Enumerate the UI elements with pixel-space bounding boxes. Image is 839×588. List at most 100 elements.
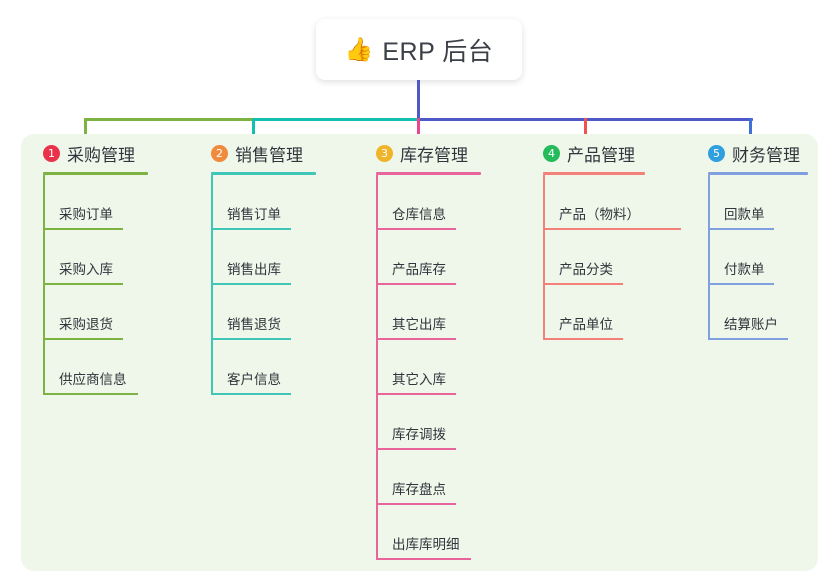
branch-number-badge: 1	[43, 144, 60, 162]
leaf-item-label: 其它入库	[392, 372, 446, 387]
leaf-item-label: 产品单位	[559, 317, 613, 332]
connector-bar-purchasing	[85, 118, 255, 121]
leaf-item-rule	[376, 228, 456, 230]
leaf-item-rule	[211, 393, 291, 395]
leaf-item-rule	[211, 228, 291, 230]
leaf-item[interactable]: 出库库明细	[376, 505, 536, 560]
leaf-item-rule	[376, 283, 456, 285]
branch-header-rule	[43, 172, 148, 175]
drop-inventory	[417, 118, 420, 144]
leaf-item[interactable]: 产品（物料）	[543, 175, 708, 230]
leaf-item-label: 结算账户	[724, 317, 778, 332]
leaf-item-label: 出库库明细	[392, 537, 460, 552]
leaf-item[interactable]: 回款单	[708, 175, 839, 230]
leaf-item-label: 采购订单	[59, 207, 113, 222]
leaf-item-rule	[708, 338, 788, 340]
leaf-item-rule	[43, 338, 123, 340]
branch-number-badge: 3	[376, 144, 393, 162]
branch-header-rule	[708, 172, 808, 175]
leaf-item-label: 销售出库	[227, 262, 281, 277]
branch-header-3[interactable]: 3 库存管理	[354, 134, 514, 172]
branch-column-5: 5 财务管理回款单付款单结算账户	[686, 134, 821, 340]
leaf-item[interactable]: 采购订单	[43, 175, 203, 230]
leaf-item[interactable]: 结算账户	[708, 285, 839, 340]
drop-products	[584, 118, 587, 144]
leaf-item-rule	[708, 283, 774, 285]
leaf-item[interactable]: 销售出库	[211, 230, 371, 285]
root-node-title: ERP 后台	[382, 37, 494, 66]
leaf-item-label: 付款单	[724, 262, 765, 277]
drop-purchasing	[84, 118, 87, 144]
branch-title: 库存管理	[400, 145, 468, 165]
branch-title: 财务管理	[732, 145, 800, 165]
leaf-item-rule	[376, 558, 471, 560]
branch-number-badge: 5	[708, 144, 725, 162]
branch-spine	[708, 175, 710, 340]
leaf-item[interactable]: 产品单位	[543, 285, 708, 340]
branch-spine	[43, 175, 45, 395]
root-node-card[interactable]: 👍 ERP 后台	[316, 19, 522, 80]
leaf-item-label: 仓库信息	[392, 207, 446, 222]
leaf-item[interactable]: 付款单	[708, 230, 839, 285]
leaf-item-label: 销售退货	[227, 317, 281, 332]
leaf-item[interactable]: 其它出库	[376, 285, 536, 340]
connector-bar-sales	[253, 118, 420, 121]
drop-sales	[252, 118, 255, 144]
leaf-item-rule	[708, 228, 774, 230]
leaf-item-rule	[376, 338, 456, 340]
leaf-item-rule	[43, 228, 123, 230]
leaf-item-label: 其它出库	[392, 317, 446, 332]
leaf-item-label: 采购入库	[59, 262, 113, 277]
branch-spine	[376, 175, 378, 560]
branch-spine	[543, 175, 545, 340]
leaf-item[interactable]: 供应商信息	[43, 340, 203, 395]
leaf-item-label: 产品库存	[392, 262, 446, 277]
branch-column-3: 3 库存管理仓库信息产品库存其它出库其它入库库存调拨库存盘点出库库明细	[354, 134, 514, 560]
leaf-item-label: 采购退货	[59, 317, 113, 332]
leaf-item-rule	[211, 283, 291, 285]
branch-spine	[211, 175, 213, 395]
leaf-item[interactable]: 其它入库	[376, 340, 536, 395]
branch-header-rule	[376, 172, 481, 175]
leaf-item-label: 销售订单	[227, 207, 281, 222]
drop-finance	[749, 118, 752, 144]
branch-number-badge: 4	[543, 144, 560, 162]
branch-title: 采购管理	[67, 145, 135, 165]
branch-header-5[interactable]: 5 财务管理	[686, 134, 821, 172]
leaf-item[interactable]: 销售订单	[211, 175, 371, 230]
leaf-item[interactable]: 产品分类	[543, 230, 708, 285]
branch-header-rule	[211, 172, 316, 175]
leaf-item-label: 产品分类	[559, 262, 613, 277]
connector-trunk	[416, 80, 420, 121]
leaf-item[interactable]: 客户信息	[211, 340, 371, 395]
thumbs-up-icon: 👍	[344, 36, 374, 62]
leaf-item-label: 库存调拨	[392, 427, 446, 442]
leaf-item-label: 产品（物料）	[559, 207, 640, 222]
leaf-item[interactable]: 采购入库	[43, 230, 203, 285]
leaf-item-rule	[211, 338, 291, 340]
branch-title: 销售管理	[235, 145, 303, 165]
leaf-item-rule	[376, 393, 456, 395]
leaf-item-rule	[376, 503, 456, 505]
leaf-item-rule	[543, 283, 623, 285]
leaf-item[interactable]: 库存调拨	[376, 395, 536, 450]
leaf-item[interactable]: 产品库存	[376, 230, 536, 285]
branch-header-rule	[543, 172, 645, 175]
leaf-item[interactable]: 库存盘点	[376, 450, 536, 505]
branch-header-1[interactable]: 1 采购管理	[21, 134, 181, 172]
leaf-item[interactable]: 销售退货	[211, 285, 371, 340]
leaf-item-rule	[43, 393, 138, 395]
leaf-item[interactable]: 仓库信息	[376, 175, 536, 230]
leaf-item-label: 客户信息	[227, 372, 281, 387]
leaf-item-label: 回款单	[724, 207, 765, 222]
leaf-item-label: 库存盘点	[392, 482, 446, 497]
leaf-item-rule	[543, 338, 623, 340]
leaf-item[interactable]: 采购退货	[43, 285, 203, 340]
leaf-item-rule	[43, 283, 123, 285]
